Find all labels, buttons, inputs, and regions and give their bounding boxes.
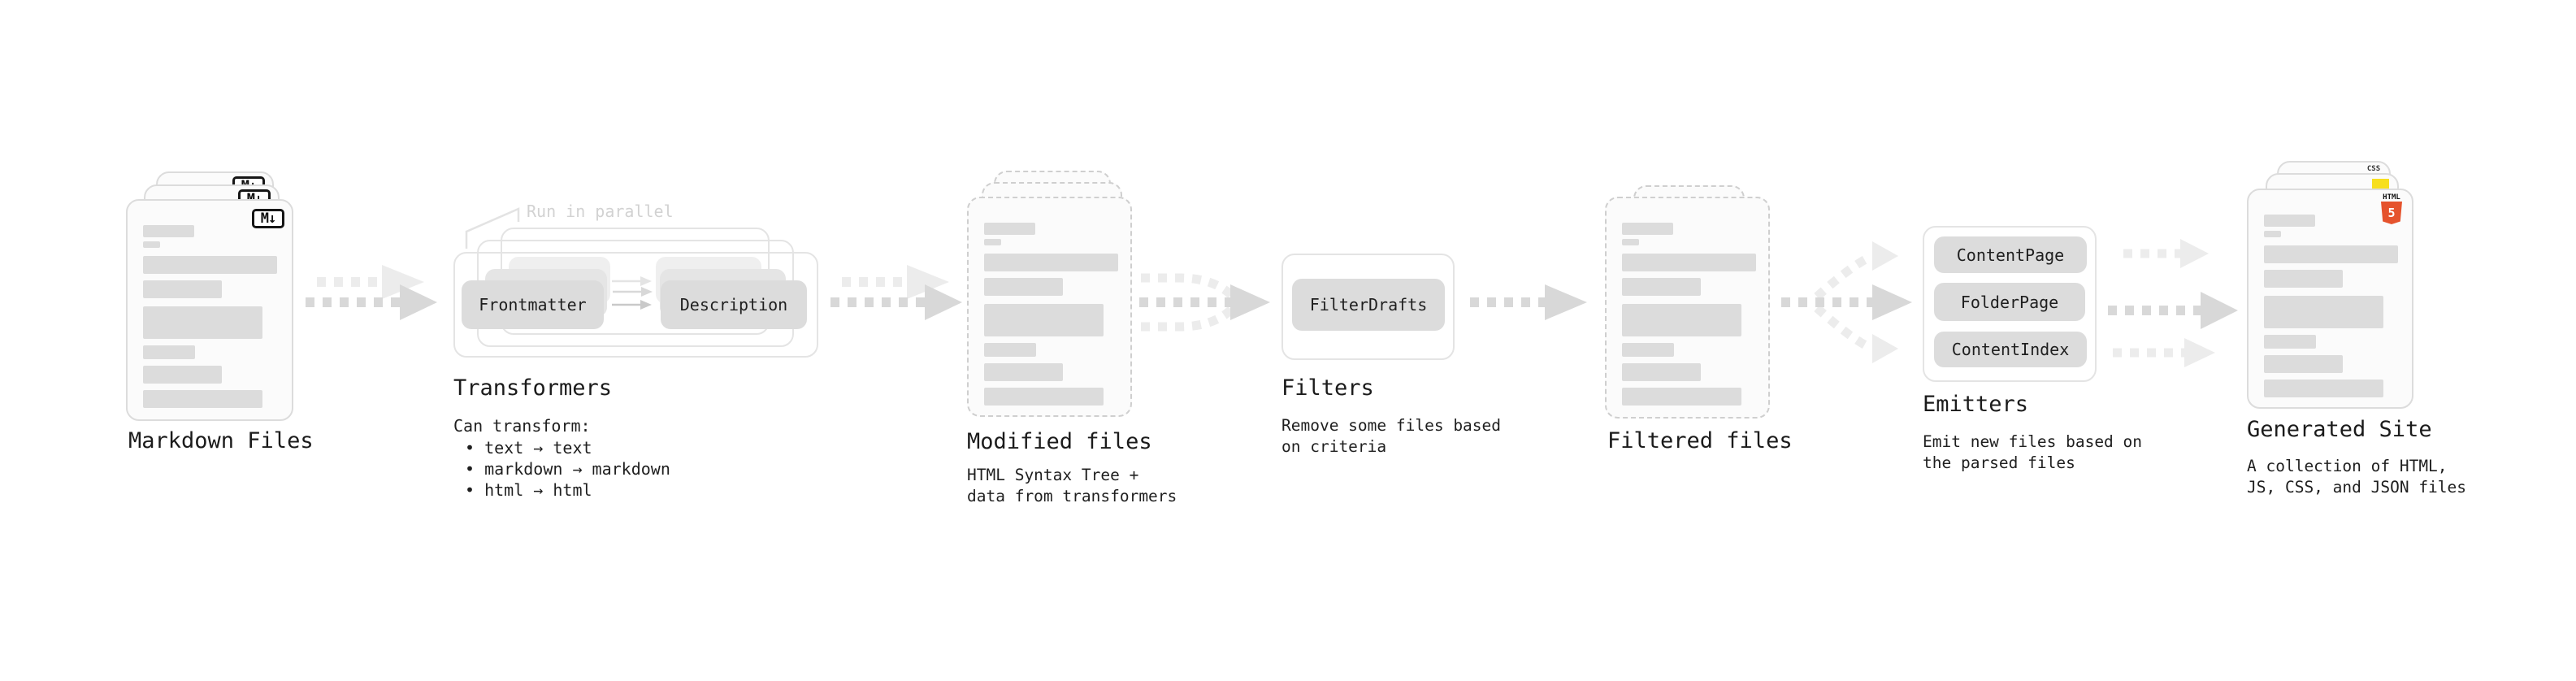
html5-shield: 5 xyxy=(2381,202,2402,224)
skeleton-line xyxy=(2264,380,2383,397)
annotation-leader-line xyxy=(465,207,520,249)
skeleton-line xyxy=(984,223,1035,235)
html5-icon: HTML 5 xyxy=(2381,194,2402,228)
skeleton-line xyxy=(984,239,1001,245)
skeleton-line xyxy=(2264,245,2398,263)
triple-arrow-emitters-to-site xyxy=(2108,239,2238,367)
generated-site-label: Generated Site xyxy=(2247,417,2432,442)
filters-description: Remove some files based on criteria xyxy=(1281,416,1502,456)
merge-arrow-modified-to-filters xyxy=(1139,273,1270,332)
skeleton-line xyxy=(984,254,1118,271)
skeleton-line xyxy=(1622,388,1741,406)
emitters-heading: Emitters xyxy=(1923,392,2029,417)
skeleton-line xyxy=(143,390,262,408)
skeleton-line xyxy=(1622,223,1673,235)
markdown-doc-front: M↓ xyxy=(126,199,293,421)
modified-files-label: Modified files xyxy=(967,429,1152,454)
html5-word: HTML xyxy=(2383,193,2400,202)
transformers-bullet: • text → text xyxy=(465,438,592,458)
skeleton-line xyxy=(143,280,222,298)
skeleton-line xyxy=(143,345,195,359)
modified-files-description: HTML Syntax Tree + data from transformer… xyxy=(967,466,1177,505)
markdown-files-label: Markdown Files xyxy=(128,428,314,453)
skeleton-line xyxy=(2264,355,2343,373)
skeleton-line xyxy=(143,256,277,274)
transformers-bullet: • markdown → markdown xyxy=(465,459,670,479)
skeleton-line xyxy=(2264,335,2316,349)
generated-site-description: A collection of HTML, JS, CSS, and JSON … xyxy=(2247,457,2467,497)
skeleton-line xyxy=(143,366,222,384)
transformers-heading: Transformers xyxy=(453,375,613,401)
skeleton-line xyxy=(984,304,1104,336)
skeleton-line xyxy=(2264,231,2281,237)
document-skeleton xyxy=(128,201,292,419)
filter-pill-filterdrafts: FilterDrafts xyxy=(1292,279,1445,331)
emitter-pill-contentpage: ContentPage xyxy=(1934,236,2087,273)
document-skeleton xyxy=(2249,190,2412,407)
skeleton-line xyxy=(984,363,1063,381)
skeleton-line xyxy=(1622,343,1674,357)
emitter-pill-folderpage: FolderPage xyxy=(1934,283,2085,321)
modified-doc-front xyxy=(967,197,1132,417)
fanout-arrow-filtered-to-emitters xyxy=(1781,241,1912,363)
skeleton-line xyxy=(1622,278,1701,296)
skeleton-line xyxy=(2264,296,2383,328)
transform-arrow-icon xyxy=(612,276,652,286)
transformers-bullet: • html → html xyxy=(465,480,592,500)
skeleton-line xyxy=(143,225,194,237)
skeleton-line xyxy=(143,306,262,339)
document-skeleton xyxy=(1607,198,1768,417)
transformer-card-front xyxy=(453,252,818,358)
skeleton-line xyxy=(143,241,160,248)
transform-arrow-icon xyxy=(613,287,653,297)
css-badge-text: CSS xyxy=(2366,165,2381,173)
skeleton-line xyxy=(1622,239,1639,245)
markdown-icon: M↓ xyxy=(252,209,284,228)
filtered-doc-front xyxy=(1605,197,1770,419)
skeleton-line xyxy=(984,278,1063,296)
flow-arrow-files-to-transformers xyxy=(306,265,437,320)
skeleton-line xyxy=(1622,304,1741,336)
flow-arrow-filters-to-filtered xyxy=(1470,284,1587,320)
filters-heading: Filters xyxy=(1281,375,1374,401)
skeleton-line xyxy=(984,388,1104,406)
transformer-pill-frontmatter: Frontmatter xyxy=(462,280,604,329)
emitters-description: Emit new files based on the parsed files xyxy=(1923,432,2143,472)
skeleton-line xyxy=(1622,254,1756,271)
transform-arrow-icon xyxy=(612,300,652,310)
generated-doc-html: HTML 5 xyxy=(2247,189,2413,409)
run-in-parallel-annotation: Run in parallel xyxy=(527,202,674,221)
document-skeleton xyxy=(969,198,1130,415)
transformer-pill-description: Description xyxy=(661,280,807,329)
flow-arrow-transformers-to-modified xyxy=(830,265,962,320)
skeleton-line xyxy=(2264,270,2343,288)
skeleton-line xyxy=(2264,215,2315,227)
transformers-intro: Can transform: xyxy=(453,416,591,436)
skeleton-line xyxy=(1622,363,1701,381)
emitter-pill-contentindex: ContentIndex xyxy=(1934,332,2087,367)
filtered-files-label: Filtered files xyxy=(1607,428,1793,453)
skeleton-line xyxy=(984,343,1036,357)
svg-text:5: 5 xyxy=(2387,206,2395,220)
javascript-icon xyxy=(2372,179,2389,189)
